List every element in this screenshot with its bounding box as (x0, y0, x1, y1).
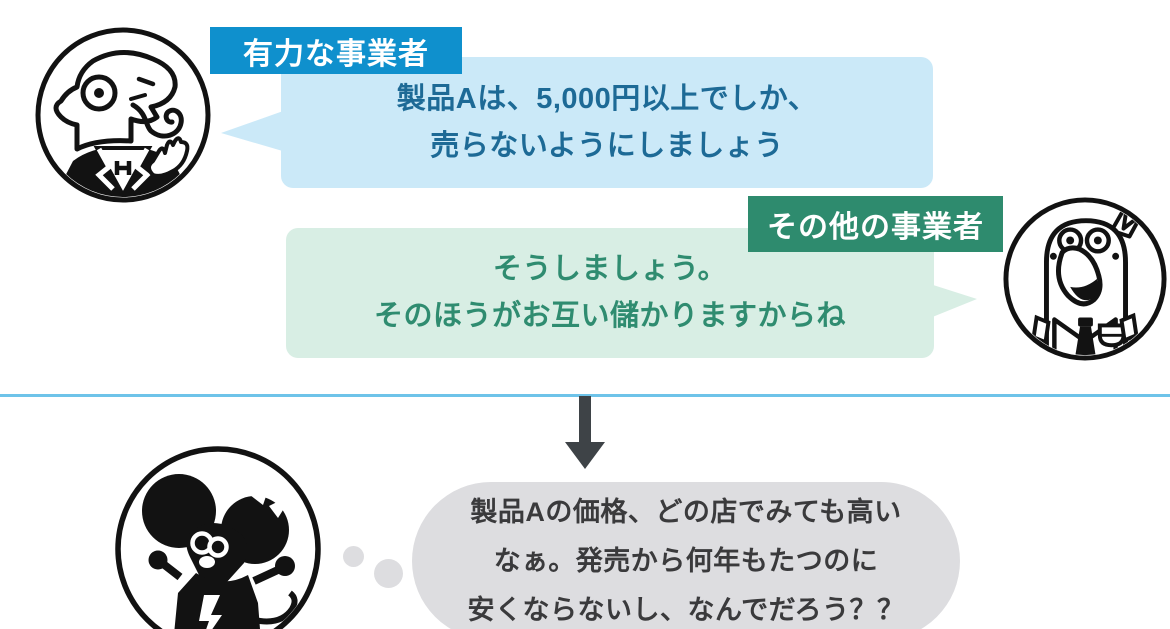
leader-speech-line-2: 売らないようにしましょう (430, 129, 784, 162)
consumer-thought-line-1: 製品Aの価格、どの店でみても高い (470, 496, 902, 527)
chameleon-icon (35, 27, 211, 203)
others-speech-line-1: そうしましょう。 (492, 253, 728, 285)
section-divider (0, 394, 1170, 397)
parrot-businessman-icon (1001, 195, 1169, 363)
others-speech-line-2: そのほうがお互い儲かりますからね (373, 300, 846, 332)
consumer-thought-line-2: なぁ。発売から何年もたつのに (493, 545, 879, 576)
others-speech-bubble: そうしましょう。 そのほうがお互い儲かりますからね (286, 228, 934, 358)
mouse-icon (115, 446, 321, 629)
down-arrow-icon (565, 396, 605, 469)
others-label: その他の事業者 (748, 196, 1003, 252)
consumer-thought-line-3: 安くならないし、なんでだろう？？ (467, 594, 905, 625)
thought-dot-large (374, 559, 403, 588)
chameleon-businessman-icon (33, 25, 213, 205)
leader-speech-line-1: 製品Aは、5,000円以上でしか、 (396, 82, 818, 115)
parrot-icon (1003, 197, 1167, 361)
mouse-consumer-icon (112, 443, 324, 629)
consumer-thought-bubble: 製品Aの価格、どの店でみても高い なぁ。発売から何年もたつのに 安くならないし、… (412, 482, 960, 629)
leader-label: 有力な事業者 (210, 27, 462, 74)
thought-dot-small (343, 546, 364, 567)
leader-bubble-tail (221, 110, 286, 152)
others-bubble-tail (930, 284, 977, 318)
leader-speech-bubble: 製品Aは、5,000円以上でしか、 売らないようにしましょう (281, 57, 933, 188)
